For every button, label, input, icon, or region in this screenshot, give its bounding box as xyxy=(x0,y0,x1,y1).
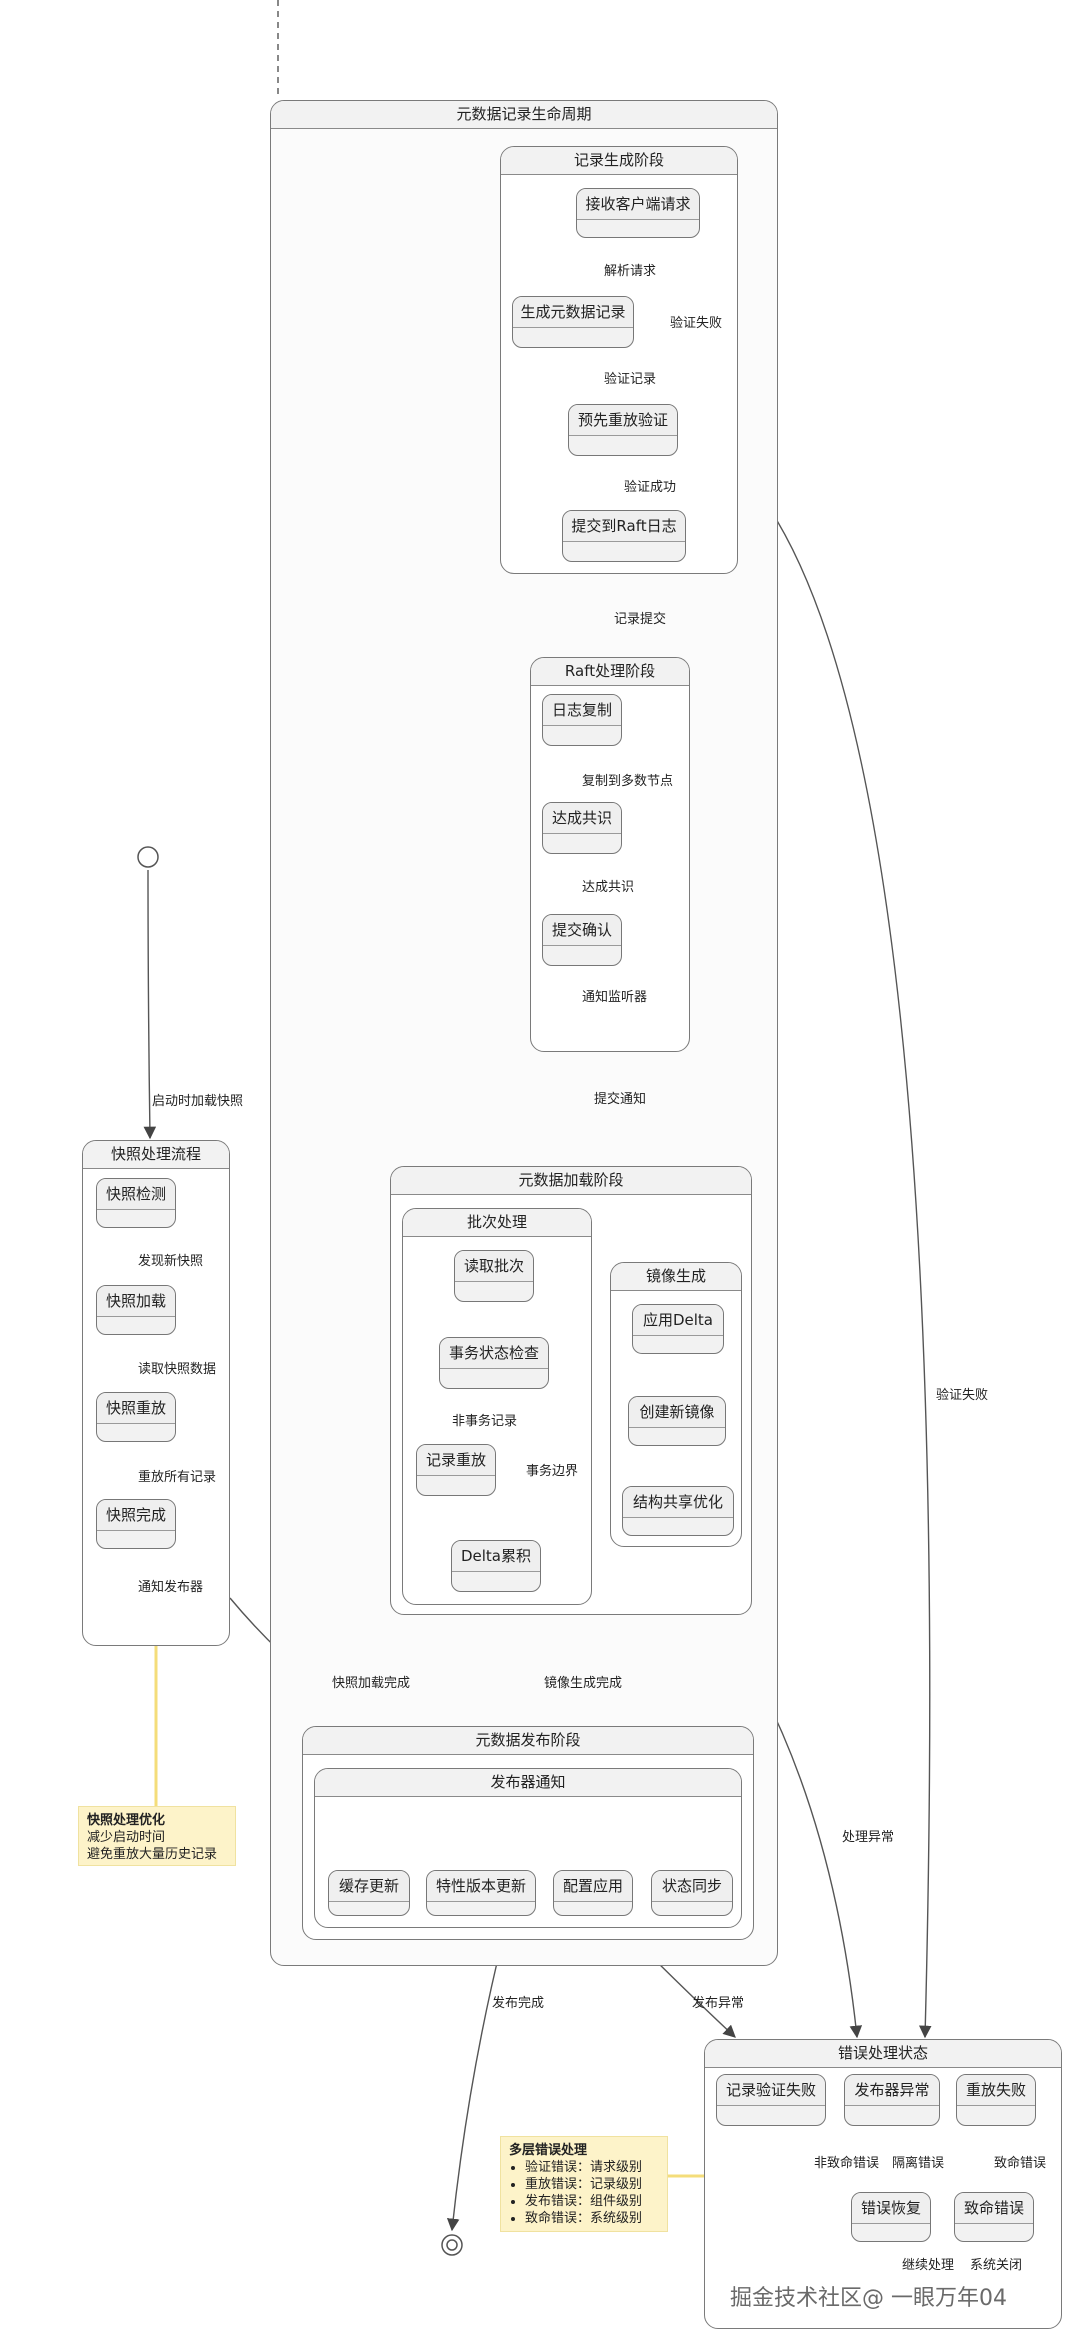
label-fatal: 致命错误 xyxy=(994,2156,1047,2171)
state-record-verify-fail: 记录验证失败 xyxy=(716,2074,826,2126)
state-status-sync: 状态同步 xyxy=(651,1870,733,1916)
label-non-fatal: 非致命错误 xyxy=(814,2156,880,2171)
state-log-replication: 日志复制 xyxy=(542,694,622,746)
state-feature-update: 特性版本更新 xyxy=(426,1870,536,1916)
label-process-exception: 处理异常 xyxy=(842,1830,895,1845)
state-fatal-error: 致命错误 xyxy=(954,2192,1034,2242)
state-delta-accumulate: Delta累积 xyxy=(451,1540,541,1592)
snapshot-title: 快照处理流程 xyxy=(83,1141,229,1169)
label-publish-done: 发布完成 xyxy=(492,1996,545,2011)
state-snapshot-replay: 快照重放 xyxy=(96,1392,176,1442)
state-tx-check: 事务状态检查 xyxy=(439,1337,549,1389)
label-notify-listener: 通知监听器 xyxy=(582,990,648,1005)
label-commit-notify: 提交通知 xyxy=(594,1092,647,1107)
state-receive-request: 接收客户端请求 xyxy=(576,188,700,238)
note-snapshot: 快照处理优化 减少启动时间 避免重放大量历史记录 xyxy=(78,1806,236,1866)
state-record-replay: 记录重放 xyxy=(416,1444,496,1496)
state-snapshot-done: 快照完成 xyxy=(96,1499,176,1549)
state-struct-share: 结构共享优化 xyxy=(622,1486,734,1536)
label-image-done: 镜像生成完成 xyxy=(544,1676,623,1691)
state-apply-delta: 应用Delta xyxy=(632,1304,724,1354)
note-errors-title: 多层错误处理 xyxy=(509,2143,588,2158)
watermark: 掘金技术社区@ 一眼万年04 xyxy=(730,2286,1007,2311)
state-commit-confirm: 提交确认 xyxy=(542,914,622,966)
label-tx-boundary: 事务边界 xyxy=(526,1464,579,1479)
load-title: 元数据加载阶段 xyxy=(391,1167,751,1195)
label-consensus: 达成共识 xyxy=(582,880,635,895)
note-errors-item: 发布错误：组件级别 xyxy=(525,2193,659,2210)
label-startup-load: 启动时加载快照 xyxy=(152,1094,244,1109)
state-create-image: 创建新镜像 xyxy=(628,1396,726,1446)
state-read-batch: 读取批次 xyxy=(454,1250,534,1302)
label-found-snapshot: 发现新快照 xyxy=(138,1254,204,1269)
label-verify-fail: 验证失败 xyxy=(670,316,723,331)
error-title: 错误处理状态 xyxy=(705,2040,1061,2068)
state-cache-update: 缓存更新 xyxy=(328,1870,410,1916)
batch-title: 批次处理 xyxy=(403,1209,591,1237)
label-verify-fail-right: 验证失败 xyxy=(936,1388,989,1403)
label-publish-exception: 发布异常 xyxy=(692,1996,745,2011)
label-snapshot-load-done: 快照加载完成 xyxy=(332,1676,411,1691)
state-config-apply: 配置应用 xyxy=(553,1870,633,1916)
label-parse: 解析请求 xyxy=(604,264,657,279)
raft-title: Raft处理阶段 xyxy=(531,658,689,686)
record-gen-title: 记录生成阶段 xyxy=(501,147,737,175)
state-pre-replay-verify: 预先重放验证 xyxy=(568,404,678,456)
label-isolate: 隔离错误 xyxy=(892,2156,945,2171)
state-publisher-exception: 发布器异常 xyxy=(844,2074,940,2126)
label-record-submit: 记录提交 xyxy=(614,612,667,627)
label-replay-all: 重放所有记录 xyxy=(138,1470,217,1485)
label-replicate-majority: 复制到多数节点 xyxy=(582,774,674,789)
label-verify-record: 验证记录 xyxy=(604,372,657,387)
note-snapshot-title: 快照处理优化 xyxy=(87,1813,166,1828)
state-generate-record: 生成元数据记录 xyxy=(512,296,634,348)
image-title: 镜像生成 xyxy=(611,1263,741,1291)
state-consensus: 达成共识 xyxy=(542,802,622,854)
state-snapshot-load: 快照加载 xyxy=(96,1285,176,1335)
label-non-tx: 非事务记录 xyxy=(452,1414,518,1429)
label-verify-ok: 验证成功 xyxy=(624,480,677,495)
state-error-recovery: 错误恢复 xyxy=(851,2192,931,2242)
publisher-notify-title: 发布器通知 xyxy=(315,1769,741,1797)
lifecycle-title: 元数据记录生命周期 xyxy=(271,101,777,129)
state-snapshot-detect: 快照检测 xyxy=(96,1178,176,1228)
label-shutdown: 系统关闭 xyxy=(970,2258,1023,2273)
publish-title: 元数据发布阶段 xyxy=(303,1727,753,1755)
state-submit-raft: 提交到Raft日志 xyxy=(562,510,686,562)
note-errors-item: 验证错误：请求级别 xyxy=(525,2159,659,2176)
label-notify-publisher: 通知发布器 xyxy=(138,1580,204,1595)
note-errors-item: 重放错误：记录级别 xyxy=(525,2176,659,2193)
note-errors: 多层错误处理 验证错误：请求级别 重放错误：记录级别 发布错误：组件级别 致命错… xyxy=(500,2136,668,2232)
note-errors-item: 致命错误：系统级别 xyxy=(525,2210,659,2227)
label-read-snapshot: 读取快照数据 xyxy=(138,1362,217,1377)
state-replay-fail: 重放失败 xyxy=(956,2074,1036,2126)
label-continue: 继续处理 xyxy=(902,2258,955,2273)
note-snapshot-line: 避免重放大量历史记录 xyxy=(87,1847,218,1862)
note-snapshot-line: 减少启动时间 xyxy=(87,1830,166,1845)
